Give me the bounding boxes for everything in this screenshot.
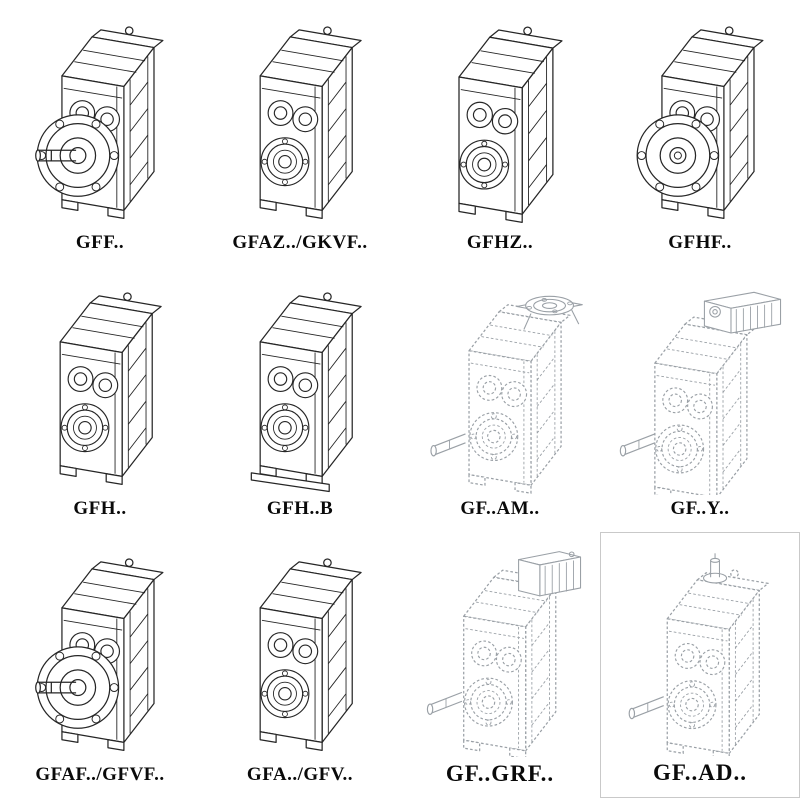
cell-gf-grf: GF..GRF..: [400, 532, 600, 798]
gearbox-drawing-adapter-flange: [430, 295, 583, 494]
cell-gfh-b: GFH..B: [200, 266, 400, 532]
cell-gfa-gfv: GFA../GFV..: [200, 532, 400, 798]
cell-gf-ad: GF..AD..: [600, 532, 800, 798]
gearbox-drawing-gearmotor: [619, 291, 782, 496]
gearbox-drawing-flange-shaft: [35, 26, 164, 220]
gearbox-label: GFAZ../GKVF..: [232, 232, 368, 254]
gearbox-drawing-hollow-shaft-base: [250, 292, 362, 493]
cell-gf-y: GF..Y..: [600, 266, 800, 532]
cell-gff: GFF..: [0, 0, 200, 266]
gearbox-label: GF..Y..: [670, 498, 730, 520]
gearbox-drawing-hollow-shaft: [59, 292, 162, 486]
gearbox-label: GFHF..: [668, 232, 732, 254]
gearbox-drawing-bosses: [259, 558, 362, 752]
gearbox-drawing-bosses: [259, 26, 362, 220]
cell-gfhz: GFHZ..: [400, 0, 600, 266]
gearbox-drawing-fin-adapter: [426, 550, 582, 757]
cell-gfh: GFH..: [0, 266, 200, 532]
gearbox-label: GF..AD..: [652, 759, 748, 785]
cell-gfaz-gkvf: GFAZ../GKVF..: [200, 0, 400, 266]
gearbox-label: GFF..: [75, 232, 125, 254]
gearbox-label: GF..AM..: [460, 498, 540, 520]
gearbox-label: GFAF../GFVF..: [35, 764, 165, 786]
gearbox-label: GF..GRF..: [445, 760, 555, 786]
gearbox-label: GFH..: [73, 498, 127, 520]
gearbox-label: GFH..B: [266, 498, 334, 520]
cell-gf-am: GF..AM..: [400, 266, 600, 532]
cell-gfhf: GFHF..: [600, 0, 800, 266]
gearbox-label: GFA../GFV..: [246, 764, 354, 786]
gearbox-drawing-flange: [636, 26, 764, 220]
gearbox-drawing-flange-shaft: [35, 558, 164, 752]
gearbox-drawing-top-shaft-adapter: [628, 552, 769, 756]
cell-gfaf-gfvf: GFAF../GFVF..: [0, 532, 200, 798]
gearbox-drawing-hollow-shaft: [458, 26, 563, 224]
gearbox-label: GFHZ..: [466, 232, 534, 254]
